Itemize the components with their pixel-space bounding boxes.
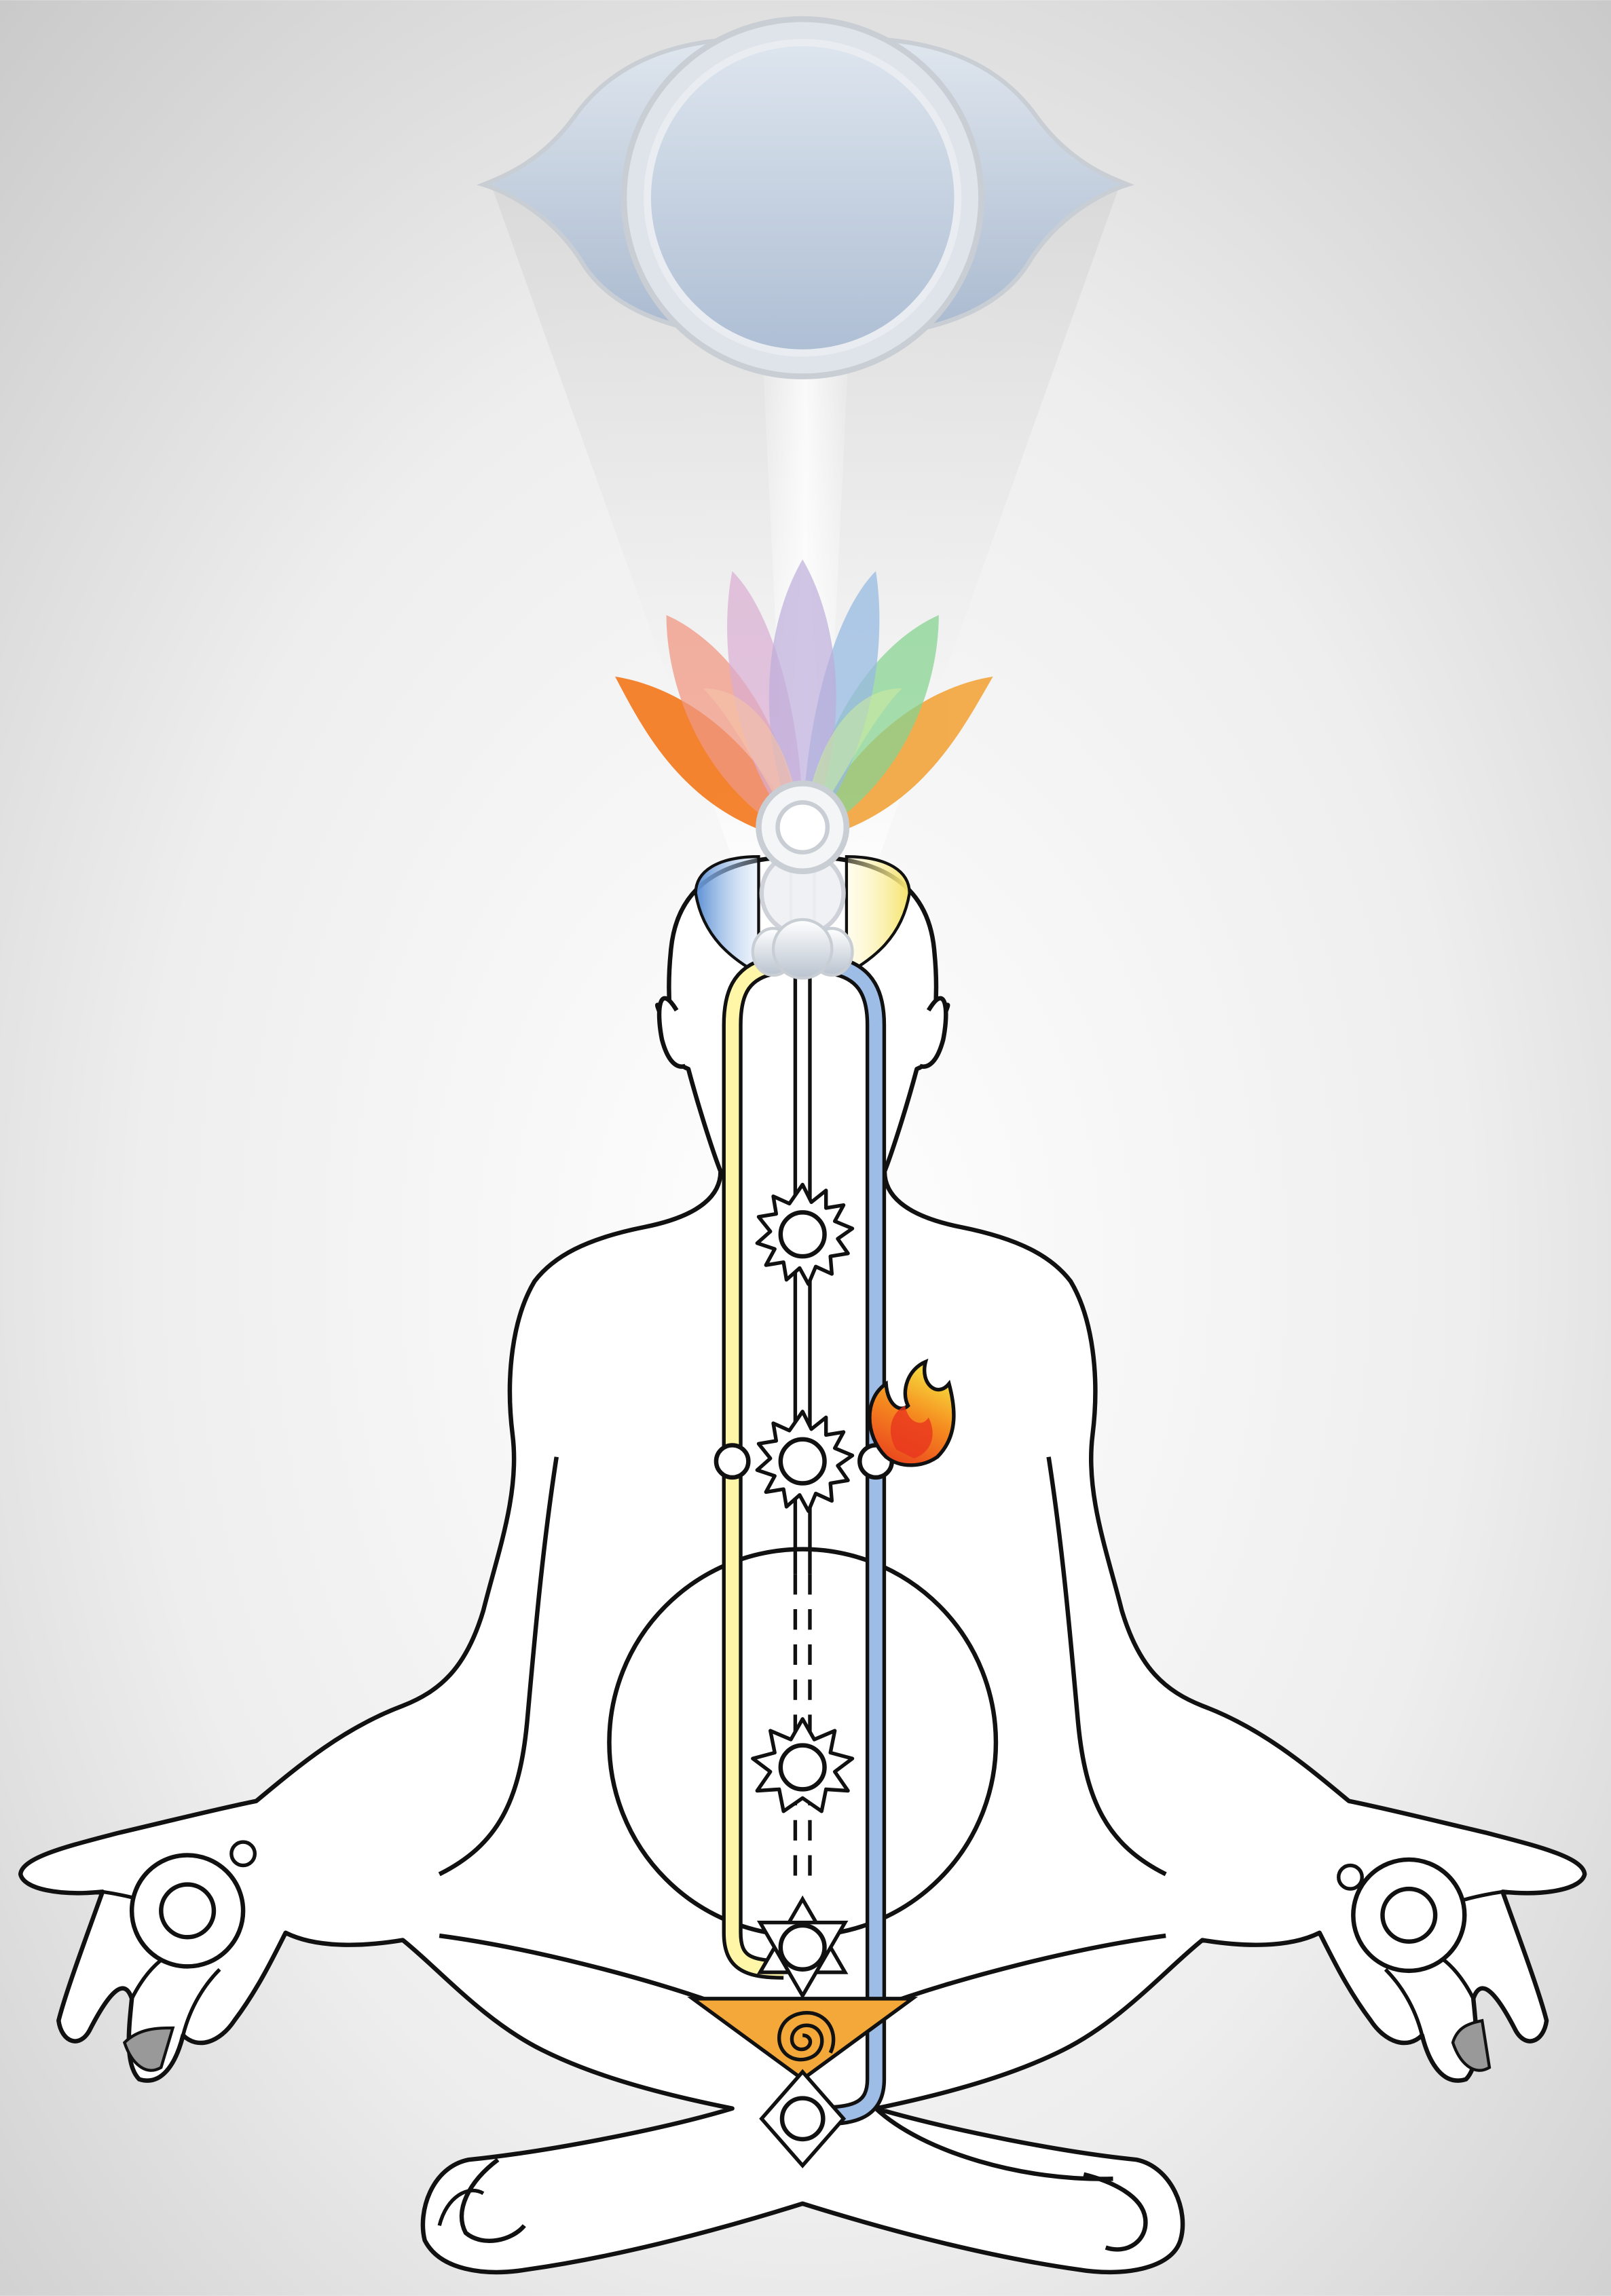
- crown-chakra-icon: [753, 783, 853, 978]
- ida-node: [716, 1445, 748, 1477]
